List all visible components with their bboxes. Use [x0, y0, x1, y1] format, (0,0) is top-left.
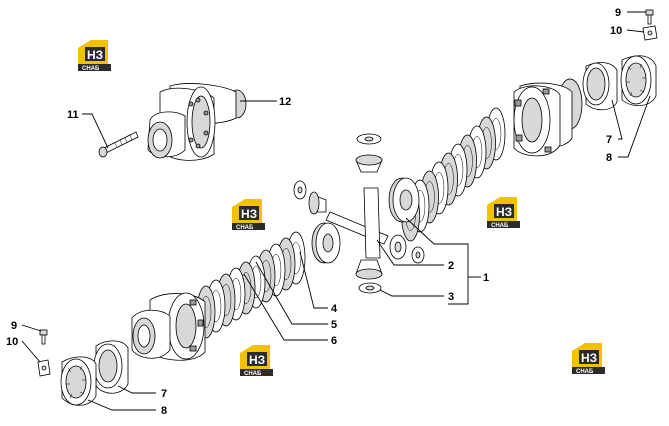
part-10-lock-plate-right: [642, 25, 658, 41]
right-half-case: [513, 78, 583, 157]
part-8-ring-nut-right: [620, 55, 657, 106]
callout-10-left: 10: [6, 336, 18, 348]
callout-4: 4: [331, 303, 338, 315]
callout-11: 11: [67, 109, 79, 121]
watermark-logo-center: НЗ СНАБ: [232, 199, 265, 231]
leader-lines: [21, 11, 651, 411]
left-half-case: [131, 292, 206, 361]
callout-10-right: 10: [610, 25, 622, 37]
callout-12: 12: [279, 96, 291, 108]
part-9-screw-right: [645, 9, 654, 25]
callout-5: 5: [331, 319, 337, 331]
svg-text:НЗ: НЗ: [249, 353, 265, 367]
callout-3: 3: [448, 291, 454, 303]
svg-text:НЗ: НЗ: [241, 207, 257, 221]
watermark-logo-bottom-right: НЗ СНАБ: [572, 343, 605, 375]
watermark-logo-top-left: НЗ СНАБ: [78, 40, 111, 72]
part-7-bearing-right: [582, 62, 618, 111]
differential-spider: [293, 133, 425, 294]
callout-8-right: 8: [606, 152, 612, 164]
callout-8-left: 8: [161, 405, 167, 417]
svg-text:НЗ: НЗ: [496, 205, 512, 219]
callout-9-right: 9: [615, 7, 621, 19]
watermark-logo-right-mid: НЗ СНАБ: [487, 197, 520, 229]
callout-labels: 12 11 9 10 7 8 1 2 3 4 5 6 9 10 7 8: [6, 7, 622, 417]
callout-7-left: 7: [161, 388, 167, 400]
left-disc-pack: [196, 231, 306, 339]
callout-9-left: 9: [11, 320, 17, 332]
svg-text:СНАБ: СНАБ: [82, 66, 100, 72]
part-7-bearing-left: [93, 340, 129, 394]
svg-text:НЗ: НЗ: [87, 48, 103, 62]
part-8-ring-nut-left: [60, 356, 97, 406]
svg-text:СНАБ: СНАБ: [236, 225, 254, 231]
watermark-logo-bottom-center: НЗ СНАБ: [240, 345, 273, 377]
part-9-screw-left: [39, 329, 48, 345]
svg-text:НЗ: НЗ: [581, 351, 597, 365]
callout-7-right: 7: [606, 134, 612, 146]
part-10-lock-plate-left: [37, 359, 51, 377]
callout-2: 2: [448, 260, 454, 272]
callout-1: 1: [483, 272, 489, 284]
svg-text:СНАБ: СНАБ: [491, 223, 509, 229]
callout-6: 6: [331, 335, 337, 347]
part-11-bolt: [98, 131, 139, 158]
svg-text:СНАБ: СНАБ: [244, 371, 262, 377]
part-12-housing-assembly: [147, 83, 247, 161]
svg-text:СНАБ: СНАБ: [576, 369, 594, 375]
